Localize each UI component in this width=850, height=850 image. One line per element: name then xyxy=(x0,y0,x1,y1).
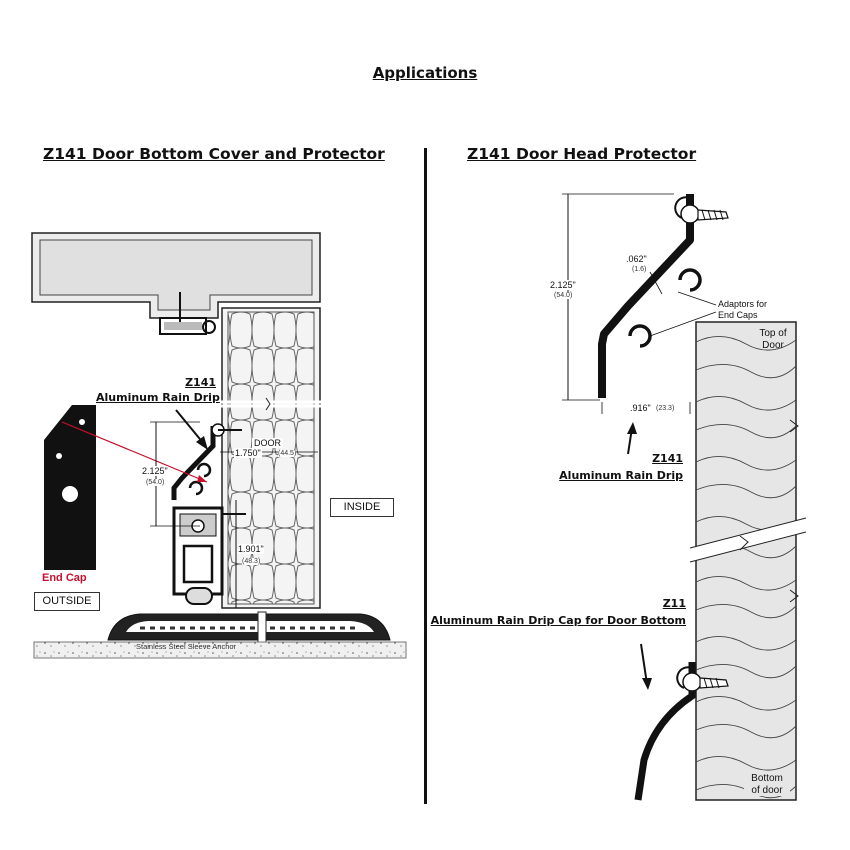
door-thickness-mm: (44.5) xyxy=(278,450,297,457)
top-of-door-1: Top of xyxy=(759,328,787,339)
end-cap-pointer-line xyxy=(61,421,208,483)
door-block xyxy=(689,321,807,801)
rain-drip-profile xyxy=(171,423,242,500)
inside-label: INSIDE xyxy=(330,498,394,517)
door-label: DOOR xyxy=(252,438,283,448)
callout-label-rain-drip: Aluminum Rain Drip xyxy=(96,391,220,404)
end-cap-label: End Cap xyxy=(42,572,87,584)
thickness-mm-label: (1.6) xyxy=(632,266,647,273)
callout-label-head-rain-drip: Aluminum Rain Drip xyxy=(559,469,683,482)
thickness-label: .062" xyxy=(626,254,647,264)
lower-dimension-in: 1.901" xyxy=(238,544,264,554)
head-stop-profile xyxy=(159,292,216,335)
outside-label: OUTSIDE xyxy=(34,592,100,611)
end-cap-pointer-arrow xyxy=(197,475,207,482)
callout-arrowhead-drip-cap xyxy=(642,678,652,690)
callout-arrow-drip-cap xyxy=(640,643,648,685)
page-title: Applications xyxy=(372,64,478,82)
sleeve-anchor-label: Stainless Steel Sleeve Anchor xyxy=(136,642,237,651)
panel-divider xyxy=(424,148,427,804)
callout-arrowhead-z141 xyxy=(196,436,208,450)
adaptor-leader-lower xyxy=(649,311,717,337)
top-of-door-2: Door xyxy=(762,340,784,351)
adaptors-label-1: Adaptors for xyxy=(718,299,768,309)
door-bottom-sweep xyxy=(172,506,246,605)
dimension-916 xyxy=(601,402,691,414)
floor-slab xyxy=(33,641,407,659)
callout-label-drip-cap: Aluminum Rain Drip Cap for Door Bottom xyxy=(430,614,686,627)
depth-label: .916" xyxy=(630,403,651,413)
end-cap-profile xyxy=(44,405,96,570)
height-left-in: 2.125" xyxy=(142,466,168,476)
callout-arrow-z141 xyxy=(175,409,205,445)
dimension-2125-right xyxy=(562,193,674,401)
height-left-mm: (54.0) xyxy=(146,479,165,486)
depth-mm-label: (23.3) xyxy=(656,405,675,412)
bottom-of-door-2: of door xyxy=(744,785,790,796)
adaptors-label-2: End Caps xyxy=(718,310,758,320)
door-frame-header xyxy=(31,232,321,319)
lower-dimension-mm: (48.3) xyxy=(242,558,261,565)
callout-code-z141-head: Z141 xyxy=(652,452,683,465)
rain-drip-cap-profile xyxy=(634,662,729,801)
callout-code-z11: Z11 xyxy=(662,597,686,610)
door-slab xyxy=(220,307,326,609)
door-thickness-in: 1.750" xyxy=(234,448,262,458)
left-diagram-title: Z141 Door Bottom Cover and Protector xyxy=(43,145,385,163)
adaptor-leader-upper xyxy=(677,291,717,306)
right-diagram-title: Z141 Door Head Protector xyxy=(467,145,697,163)
bottom-of-door-1: Bottom xyxy=(744,773,790,784)
head-protector-profile xyxy=(598,194,729,398)
callout-code-z141: Z141 xyxy=(185,376,216,389)
callout-arrowhead-head-protector xyxy=(627,422,637,434)
height-right-in: 2.125" xyxy=(550,280,576,290)
thickness-leader xyxy=(649,271,663,295)
height-right-mm: (54.0) xyxy=(554,292,573,299)
